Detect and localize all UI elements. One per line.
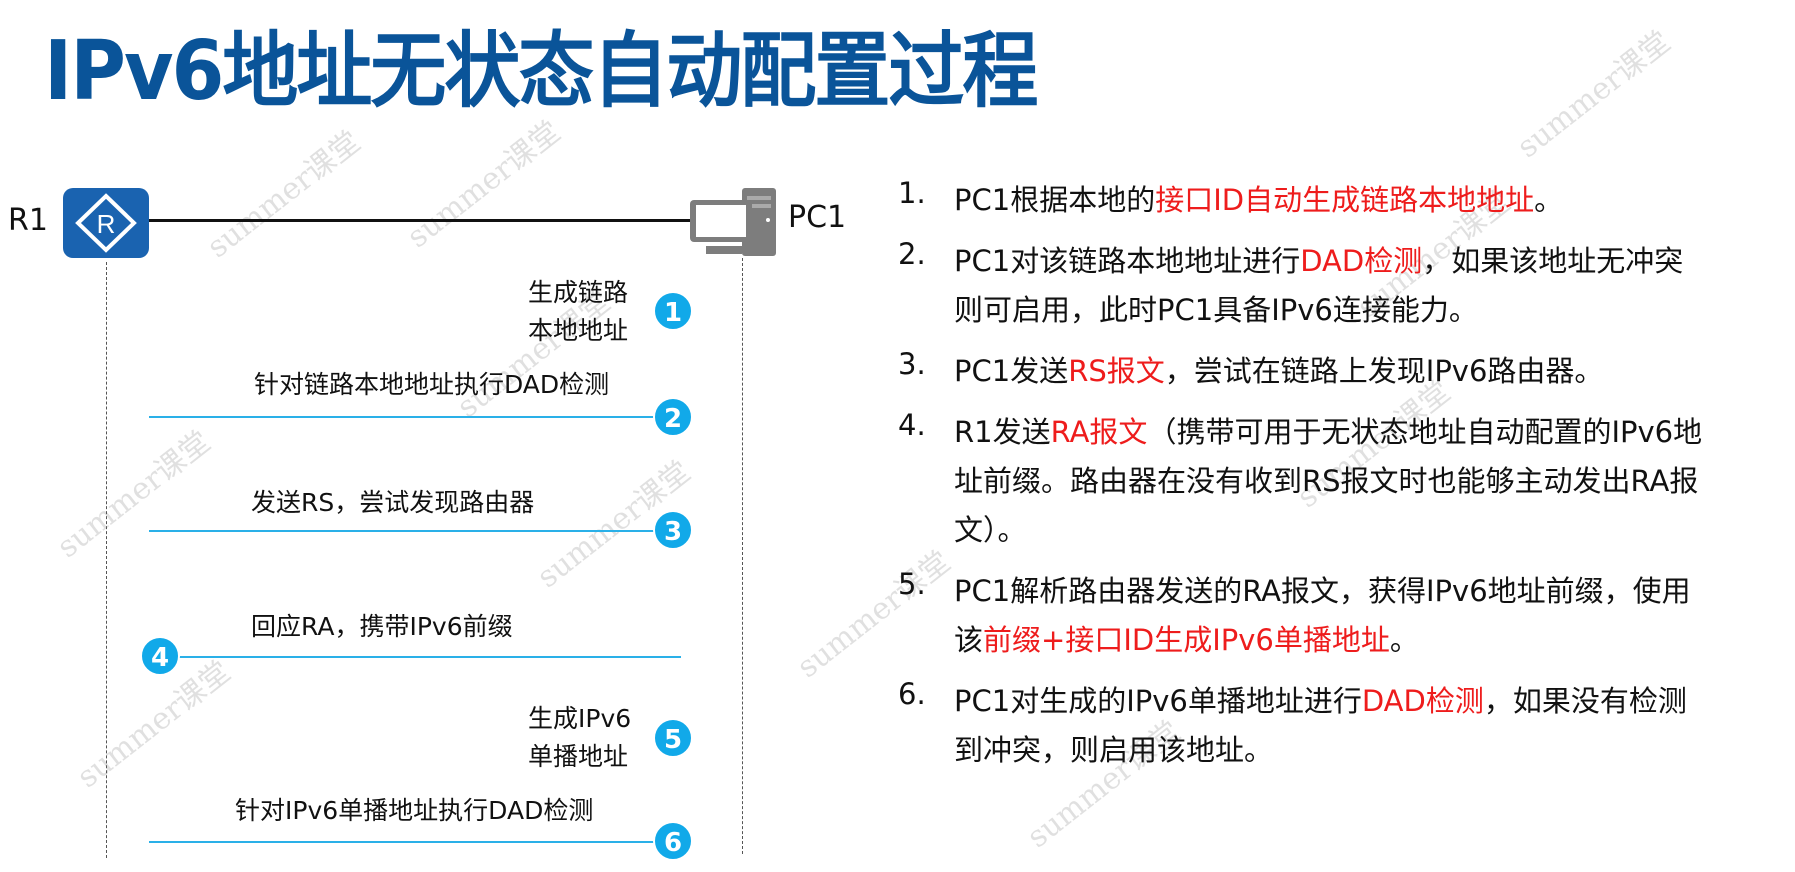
step-4-text: 回应RA，携带IPv6前缀: [251, 612, 513, 641]
list-item: 1.PC1根据本地的接口ID自动生成链路本地地址。: [898, 176, 1702, 225]
list-item: 6.PC1对生成的IPv6单播地址进行DAD检测，如果没有检测到冲突，则启用该地…: [898, 677, 1702, 775]
watermark: summer课堂: [400, 114, 568, 256]
text-segment: PC1对生成的IPv6单播地址进行: [954, 684, 1362, 718]
step-3-text: 发送RS，尝试发现路由器: [251, 488, 535, 517]
text-segment: PC1根据本地的: [954, 183, 1156, 217]
step-4-arrow: [170, 656, 681, 658]
list-item-line: 到冲突，则启用该地址。: [898, 726, 1702, 775]
text-segment: 该: [954, 623, 984, 657]
list-item-line: PC1对该链路本地地址进行DAD检测，如果该地址无冲突: [898, 237, 1702, 286]
step-1-text: 生成链路本地地址: [528, 278, 629, 345]
text-segment: （携带可用于无状态地址自动配置的IPv6地: [1147, 415, 1703, 449]
text-segment: 到冲突，则启用该地址。: [954, 733, 1274, 767]
text-segment: 。: [1534, 183, 1564, 217]
step-1-badge: 1: [653, 291, 693, 331]
step-2-arrow: [149, 416, 659, 418]
list-item-number: 2.: [898, 237, 926, 271]
link-line: [149, 219, 691, 222]
step-6-badge: 6: [653, 821, 693, 861]
step-5-badge: 5: [653, 718, 693, 758]
text-segment: 文）。: [954, 513, 1027, 547]
step-4-badge: 4: [140, 636, 180, 676]
list-item-line: 该前缀+接口ID生成IPv6单播地址。: [898, 616, 1702, 665]
watermark: summer课堂: [1510, 24, 1678, 166]
pc-lifeline: [742, 258, 743, 854]
text-segment: 。: [1389, 623, 1419, 657]
highlight-text: RS报文: [1068, 354, 1165, 388]
text-segment: ，尝试在链路上发现IPv6路由器。: [1164, 354, 1604, 388]
list-item-number: 6.: [898, 677, 926, 711]
watermark: summer课堂: [200, 124, 368, 266]
text-segment: PC1对该链路本地地址进行: [954, 244, 1301, 278]
highlight-text: RA报文: [1050, 415, 1148, 449]
svg-text:R: R: [97, 209, 116, 239]
steps-list: 1.PC1根据本地的接口ID自动生成链路本地地址。2.PC1对该链路本地地址进行…: [898, 176, 1702, 787]
list-item: 4.R1发送RA报文（携带可用于无状态地址自动配置的IPv6地址前缀。路由器在没…: [898, 408, 1702, 555]
text-segment: 址前缀。路由器在没有收到RS报文时也能够主动发出RA报: [954, 464, 1699, 498]
text-segment: ，如果该地址无冲突: [1422, 244, 1684, 278]
step-2-badge: 2: [653, 397, 693, 437]
highlight-text: 前缀+接口ID生成IPv6单播地址: [983, 623, 1390, 657]
list-item-line: PC1解析路由器发送的RA报文，获得IPv6地址前缀，使用: [898, 567, 1702, 616]
router-label: R1: [8, 203, 48, 238]
step-2-text: 针对链路本地地址执行DAD检测: [254, 370, 610, 399]
watermark: summer课堂: [50, 424, 218, 566]
router-lifeline: [106, 262, 107, 858]
list-item-number: 3.: [898, 347, 926, 381]
list-item-line: 址前缀。路由器在没有收到RS报文时也能够主动发出RA报: [898, 457, 1702, 506]
list-item-line: 文）。: [898, 506, 1702, 555]
page-title: IPv6地址无状态自动配置过程: [44, 22, 1038, 119]
step-6-text: 针对IPv6单播地址执行DAD检测: [235, 796, 594, 825]
list-item-number: 4.: [898, 408, 926, 442]
text-segment: R1发送: [954, 415, 1051, 449]
list-item: 2.PC1对该链路本地地址进行DAD检测，如果该地址无冲突则可启用，此时PC1具…: [898, 237, 1702, 335]
list-item: 3.PC1发送RS报文，尝试在链路上发现IPv6路由器。: [898, 347, 1702, 396]
step-6-arrow: [149, 841, 659, 843]
list-item-line: R1发送RA报文（携带可用于无状态地址自动配置的IPv6地: [898, 408, 1702, 457]
text-segment: ，如果没有检测: [1483, 684, 1687, 718]
router-icon: R: [63, 188, 149, 258]
list-item-line: PC1发送RS报文，尝试在链路上发现IPv6路由器。: [898, 347, 1702, 396]
text-segment: PC1发送: [954, 354, 1069, 388]
highlight-text: DAD检测: [1361, 684, 1484, 718]
highlight-text: DAD检测: [1300, 244, 1423, 278]
list-item-number: 5.: [898, 567, 926, 601]
list-item-number: 1.: [898, 176, 926, 210]
list-item-line: 则可启用，此时PC1具备IPv6连接能力。: [898, 286, 1702, 335]
step-3-arrow: [149, 530, 659, 532]
highlight-text: 接口ID自动生成链路本地地址: [1155, 183, 1535, 217]
text-segment: 则可启用，此时PC1具备IPv6连接能力。: [954, 293, 1478, 327]
pc-icon: [690, 188, 778, 256]
list-item: 5.PC1解析路由器发送的RA报文，获得IPv6地址前缀，使用该前缀+接口ID生…: [898, 567, 1702, 665]
pc-label: PC1: [788, 200, 847, 235]
list-item-line: PC1根据本地的接口ID自动生成链路本地地址。: [898, 176, 1702, 225]
text-segment: PC1解析路由器发送的RA报文，获得IPv6地址前缀，使用: [954, 574, 1691, 608]
step-3-badge: 3: [653, 510, 693, 550]
list-item-line: PC1对生成的IPv6单播地址进行DAD检测，如果没有检测: [898, 677, 1702, 726]
